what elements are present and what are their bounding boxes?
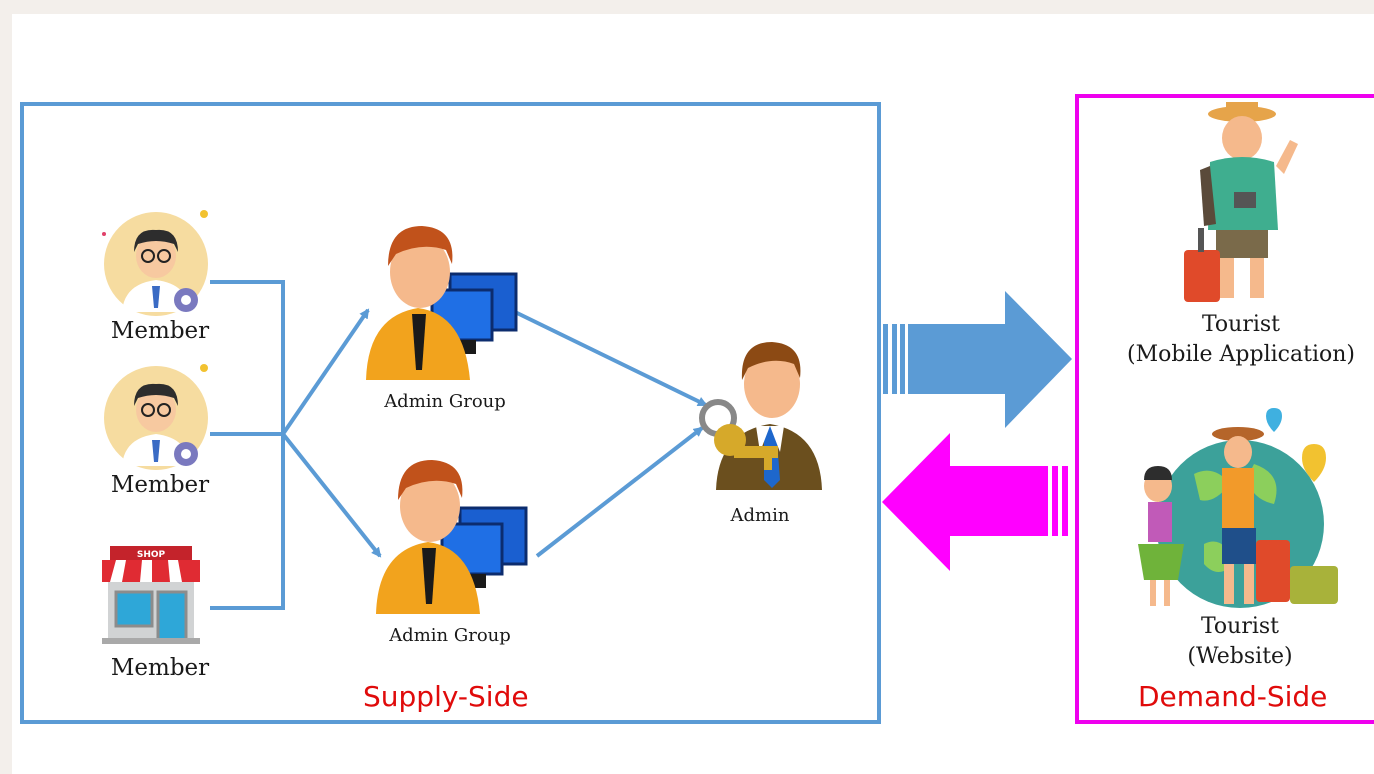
member-avatar-icon — [104, 364, 208, 470]
admin-group-icon — [376, 460, 528, 614]
tourist-website-icon — [1138, 408, 1338, 608]
shop-icon: SHOP — [102, 546, 200, 644]
supply-side-box — [20, 102, 881, 724]
tourist-mobile-label: Tourist (Mobile Application) — [1110, 310, 1372, 370]
diagram-canvas — [12, 14, 1374, 774]
admin-group-label: Admin Group — [384, 391, 506, 412]
tourist-website-title: Tourist — [1200, 614, 1280, 639]
shop-sign-text: SHOP — [137, 550, 166, 560]
tourist-mobile-subtitle: (Mobile Application) — [1127, 342, 1355, 367]
tourist-website-subtitle: (Website) — [1187, 644, 1293, 669]
admin-group-icon — [366, 226, 518, 380]
blue-arrow-to-demand — [883, 291, 1072, 428]
tourist-mobile-title: Tourist — [1201, 312, 1281, 337]
member-label: Member — [110, 472, 210, 498]
admin-label: Admin — [730, 505, 790, 526]
member-connector-lines — [210, 280, 285, 610]
arrows-to-admin-groups — [281, 308, 382, 558]
demand-side-label: Demand-Side — [1138, 680, 1328, 713]
supply-side-label: Supply-Side — [363, 680, 529, 713]
demand-side-box — [1075, 94, 1374, 724]
magenta-arrow-to-supply — [882, 433, 1068, 571]
admin-group-label: Admin Group — [389, 625, 511, 646]
admin-icon — [699, 342, 822, 490]
arrows-to-admin — [514, 310, 708, 558]
member-label: Member — [110, 318, 210, 344]
member-avatar-icon — [102, 210, 208, 316]
tourist-website-label: Tourist (Website) — [1160, 612, 1320, 672]
member-label: Member — [110, 655, 210, 681]
tourist-mobile-icon — [1184, 102, 1298, 302]
